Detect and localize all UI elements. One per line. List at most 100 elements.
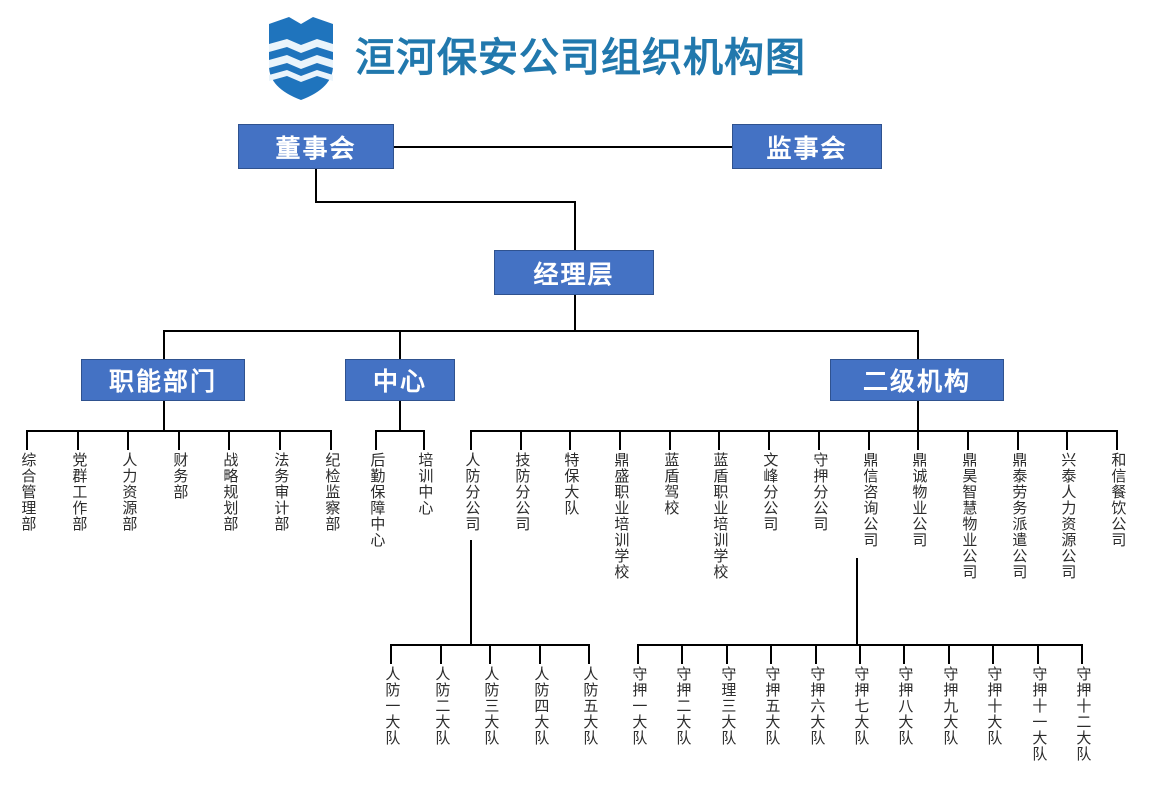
bus-secondary [470,430,1116,432]
stem-renfang-brigade-2 [440,644,442,664]
chart-header: 洹河保安公司组织机构图 [265,10,806,105]
stem-shouya-brigade-2 [681,644,683,664]
renfang-brigade-item[interactable]: 人防四大队 [532,666,549,746]
secondary-institution-item[interactable]: 蓝盾驾校 [662,452,679,516]
functional-department-item[interactable]: 党群工作部 [70,452,87,532]
secondary-institution-item[interactable]: 鼎诚物业公司 [910,452,927,548]
secondary-institution-item[interactable]: 蓝盾职业培训学校 [711,452,728,580]
secondary-institution-item[interactable]: 技防分公司 [513,452,530,532]
stem-renfang-brigade-3 [489,644,491,664]
stem-functional-department-5 [228,430,230,450]
secondary-institution-item[interactable]: 人防分公司 [463,452,480,532]
connector-drop-center [399,330,401,360]
stem-secondary-institution-14 [1116,430,1118,450]
shouya-brigade-item[interactable]: 守押八大队 [896,666,913,746]
renfang-brigade-item[interactable]: 人防五大队 [581,666,598,746]
stem-renfang-brigade-1 [390,644,392,664]
stem-shouya-brigade-6 [859,644,861,664]
secondary-institution-item[interactable]: 兴泰人力资源公司 [1059,452,1076,580]
secondary-institution-item[interactable]: 鼎泰劳务派遣公司 [1010,452,1027,580]
stem-functional-department-1 [26,430,28,450]
stem-shouya-brigade-9 [992,644,994,664]
stem-shouya-brigade-4 [770,644,772,664]
stem-shouya-brigade-10 [1037,644,1039,664]
stem-secondary-institution-4 [619,430,621,450]
secondary-institution-item[interactable]: 和信餐饮公司 [1109,452,1126,548]
stem-renfang-brigade-5 [588,644,590,664]
renfang-brigade-item[interactable]: 人防三大队 [482,666,499,746]
secondary-institution-item[interactable]: 文峰分公司 [761,452,778,532]
connector-board-elbow [315,201,576,203]
connector-board-supervisors [394,146,732,148]
shouya-brigade-item[interactable]: 守押七大队 [852,666,869,746]
stem-center-2 [423,430,425,450]
stem-functional-department-4 [178,430,180,450]
stem-functional-department-3 [127,430,129,450]
connector-drop-functional [163,330,165,360]
secondary-institution-item[interactable]: 特保大队 [562,452,579,516]
stem-secondary-institution-1 [470,430,472,450]
functional-department-item[interactable]: 战略规划部 [221,452,238,532]
shouya-brigade-item[interactable]: 守押十大队 [985,666,1002,746]
connector-secondary-down [917,401,919,431]
stem-secondary-institution-6 [718,430,720,450]
center-item[interactable]: 后勤保障中心 [368,452,385,548]
stem-secondary-institution-2 [520,430,522,450]
stem-secondary-institution-5 [669,430,671,450]
center-item[interactable]: 培训中心 [416,452,433,516]
stem-shouya-brigade-1 [637,644,639,664]
stem-functional-department-6 [279,430,281,450]
stem-secondary-institution-8 [818,430,820,450]
stem-center-1 [375,430,377,450]
renfang-brigade-item[interactable]: 人防一大队 [383,666,400,746]
stem-functional-department-7 [330,430,332,450]
shield-wave-logo [269,16,333,100]
stem-renfang-brigade-4 [539,644,541,664]
secondary-institution-item[interactable]: 守押分公司 [811,452,828,532]
functional-department-item[interactable]: 财务部 [171,452,188,500]
stem-secondary-institution-13 [1066,430,1068,450]
page-title: 洹河保安公司组织机构图 [355,35,806,80]
shouya-brigade-item[interactable]: 守押二大队 [674,666,691,746]
bus-center [375,430,423,432]
connector-board-down [315,169,317,202]
shouya-brigade-item[interactable]: 守押六大队 [808,666,825,746]
box-board-of-supervisors[interactable]: 监事会 [732,124,882,169]
connector-drop-secondary [917,330,919,360]
connector-shouya-down [856,558,858,645]
stem-shouya-brigade-7 [903,644,905,664]
shouya-brigade-item[interactable]: 守押一大队 [630,666,647,746]
functional-department-item[interactable]: 综合管理部 [19,452,36,532]
functional-department-item[interactable]: 人力资源部 [120,452,137,532]
connector-elbow-management [574,201,576,250]
secondary-institution-item[interactable]: 鼎昊智慧物业公司 [960,452,977,580]
shouya-brigade-item[interactable]: 守押十二大队 [1074,666,1091,762]
box-board-of-directors[interactable]: 董事会 [238,124,394,169]
stem-functional-department-2 [77,430,79,450]
stem-shouya-brigade-5 [815,644,817,664]
stem-secondary-institution-11 [967,430,969,450]
connector-management-down [574,295,576,331]
stem-secondary-institution-10 [917,430,919,450]
renfang-brigade-item[interactable]: 人防二大队 [433,666,450,746]
box-functional-departments[interactable]: 职能部门 [81,359,245,401]
box-management-layer[interactable]: 经理层 [494,250,654,295]
secondary-institution-item[interactable]: 鼎信咨询公司 [861,452,878,548]
box-secondary-institutions[interactable]: 二级机构 [830,359,1004,401]
shouya-brigade-item[interactable]: 守押十一大队 [1030,666,1047,762]
secondary-institution-item[interactable]: 鼎盛职业培训学校 [612,452,629,580]
stem-shouya-brigade-8 [948,644,950,664]
stem-secondary-institution-7 [768,430,770,450]
connector-functional-down [163,401,165,431]
connector-level2-bus [163,330,918,332]
functional-department-item[interactable]: 法务审计部 [272,452,289,532]
stem-secondary-institution-12 [1017,430,1019,450]
box-center[interactable]: 中心 [345,359,455,401]
connector-center-down [399,401,401,431]
shouya-brigade-item[interactable]: 守押九大队 [941,666,958,746]
functional-department-item[interactable]: 纪检监察部 [323,452,340,532]
shouya-brigade-item[interactable]: 守理三大队 [719,666,736,746]
stem-secondary-institution-9 [868,430,870,450]
shouya-brigade-item[interactable]: 守押五大队 [763,666,780,746]
